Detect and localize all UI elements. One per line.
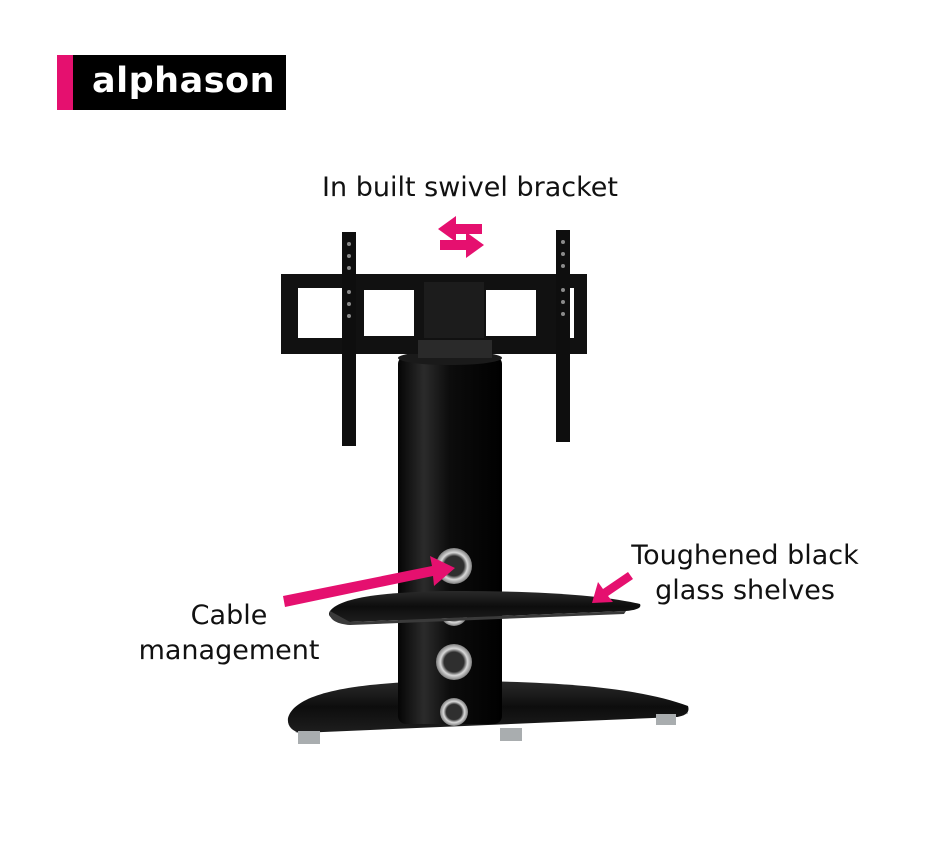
tv-bracket <box>281 230 587 446</box>
glass-shelves-label: Toughened black glass shelves <box>612 538 878 608</box>
glass-shelves-label-line2: glass shelves <box>655 575 835 606</box>
cable-management-label-line2: management <box>138 635 320 666</box>
swivel-bracket-label: In built swivel bracket <box>322 172 618 203</box>
base-foot <box>656 714 676 725</box>
swivel-double-arrow-icon <box>438 216 484 258</box>
glass-shelves-label-line1: Toughened black <box>631 540 859 571</box>
glass-shelves-pointer-icon <box>592 572 633 603</box>
brand-name: alphason <box>92 61 275 101</box>
stand-column <box>398 351 502 726</box>
cable-management-label-line1: Cable <box>190 600 268 631</box>
logo-accent-bar <box>57 55 73 110</box>
cable-port <box>440 698 468 726</box>
base-foot <box>298 731 320 744</box>
brand-logo: alphason <box>57 55 286 110</box>
cable-management-pointer-icon <box>283 556 455 607</box>
base-foot <box>500 728 522 741</box>
bracket-arm-left <box>342 232 356 446</box>
cable-management-label: Cable management <box>116 598 342 668</box>
glass-shelf <box>328 591 641 625</box>
bracket-arm-right <box>556 230 570 442</box>
cable-port <box>436 644 472 680</box>
